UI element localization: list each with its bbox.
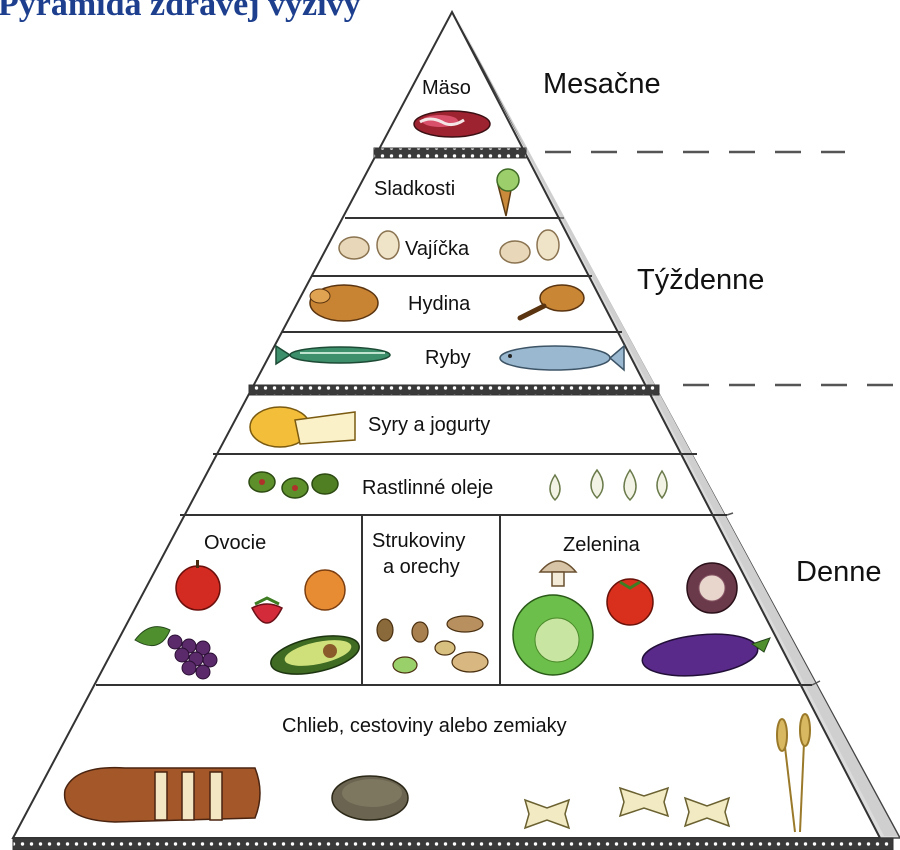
- tier-fruit-label: Ovocie: [204, 532, 266, 554]
- tier-poultry-label: Hydina: [408, 293, 470, 315]
- cabbage-icon: [513, 595, 593, 675]
- bread-icon: [65, 768, 260, 822]
- separator-band: [249, 385, 659, 395]
- tier-legumes-label-line2: a orechy: [383, 556, 460, 578]
- tier-fish-label: Ryby: [425, 347, 471, 369]
- roast-chicken-icon: [310, 285, 378, 321]
- tier-meat-label: Mäso: [422, 77, 471, 99]
- tier-vegetables-label: Zelenina: [563, 534, 640, 556]
- frequency-daily: Denne: [796, 556, 881, 589]
- tier-oils-label: Rastlinné oleje: [362, 477, 493, 499]
- peach-icon: [305, 570, 345, 610]
- tier-grains-label: Chlieb, cestoviny alebo zemiaky: [282, 715, 567, 737]
- separator-band: [374, 148, 526, 158]
- potato-icon: [332, 776, 408, 820]
- separator-band: [13, 838, 893, 850]
- frequency-weekly: Týždenne: [637, 264, 764, 297]
- tier-eggs-label: Vajíčka: [405, 238, 469, 260]
- frequency-monthly: Mesačne: [543, 68, 661, 101]
- page-title: Pyramída zdravej výživy: [0, 0, 361, 24]
- tier-legumes-label-line1: Strukoviny: [372, 530, 465, 552]
- tier-sweets-label: Sladkosti: [374, 178, 455, 200]
- steak-icon: [414, 111, 490, 137]
- red-onion-icon: [687, 563, 737, 613]
- tier-cheese-label: Syry a jogurty: [368, 414, 490, 436]
- tomato-icon: [607, 579, 653, 625]
